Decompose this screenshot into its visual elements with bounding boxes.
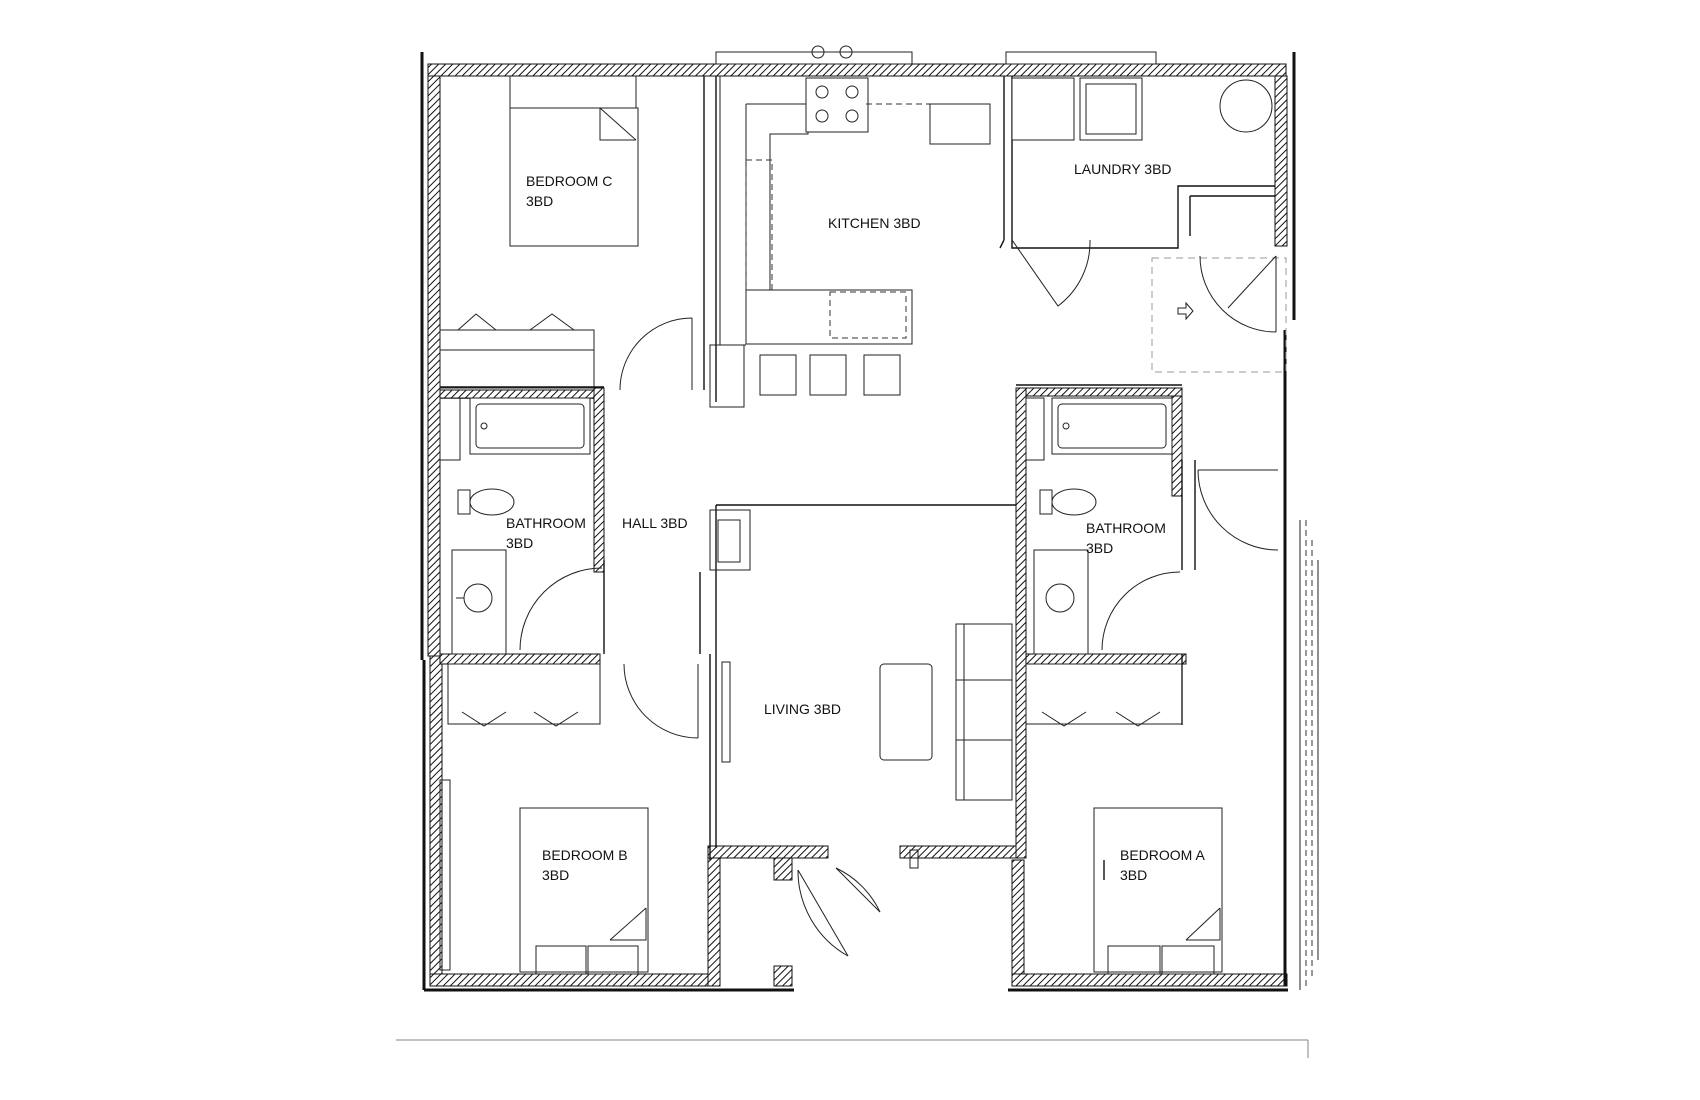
laundry-doors [1011,239,1277,333]
room-label-living: LIVING 3BD [764,701,841,717]
entry-landing [1151,257,1287,373]
entry-doors [797,849,919,957]
top-sill-details [715,45,1157,65]
room-label-laundry: LAUNDRY 3BD [1074,161,1172,177]
living-furniture [709,509,1013,801]
site-baseline [396,1039,1309,1058]
room-label-kitchen: KITCHEN 3BD [828,215,921,231]
right-window-strip [1299,520,1319,990]
bedroom-c-furniture [439,76,693,391]
bathroom-right-fixtures [1025,397,1279,655]
interior-walls [439,76,1275,880]
bedroom-b-furniture [439,663,699,975]
laundry-fixtures [1011,77,1273,141]
bedroom-a-furniture [1025,663,1223,975]
bathroom-left-fixtures [439,397,603,655]
kitchen-fixtures [719,76,991,396]
room-label-hall: HALL 3BD [622,515,688,531]
outline-arrow-right-icon [1177,301,1194,321]
